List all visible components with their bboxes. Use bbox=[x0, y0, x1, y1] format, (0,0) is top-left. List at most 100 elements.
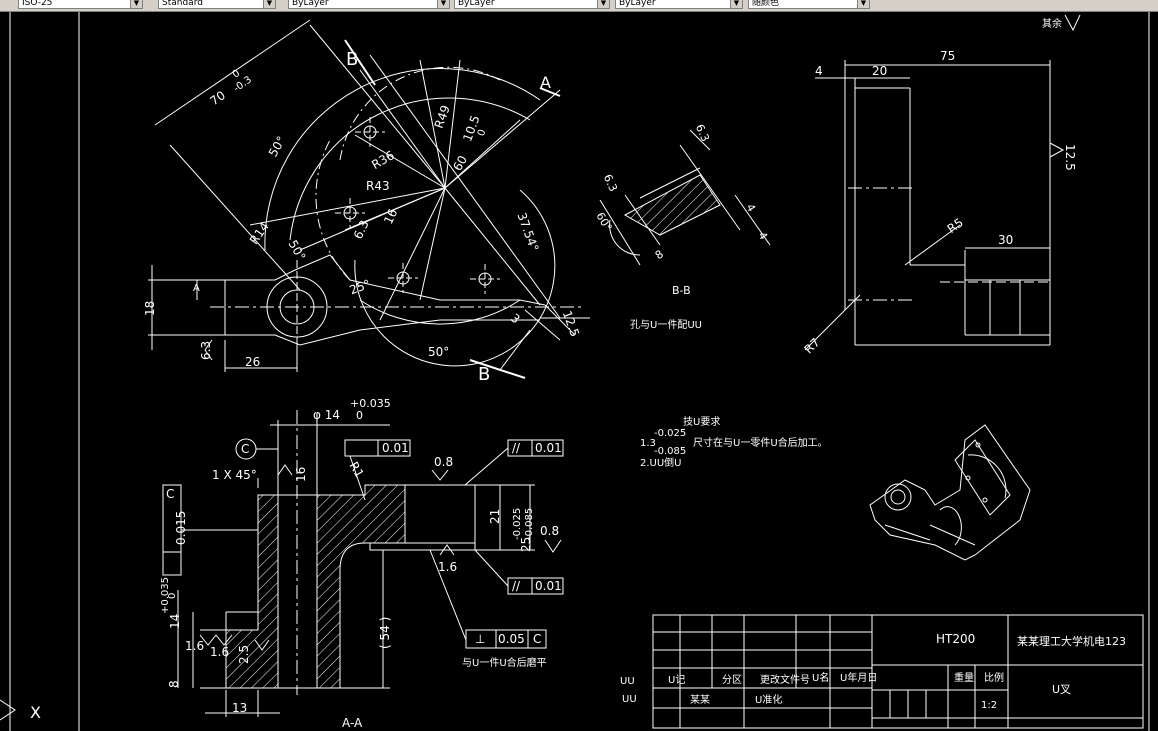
chevron-down-icon: ▼ bbox=[730, 0, 742, 8]
isometric-view bbox=[869, 424, 1031, 561]
aa-par-sym-bottom: // bbox=[512, 579, 521, 593]
aa-dim-21: 21 bbox=[488, 509, 502, 524]
chevron-down-icon: ▼ bbox=[437, 0, 449, 8]
side-dim-75: 75 bbox=[940, 49, 955, 63]
section-aa bbox=[162, 410, 564, 717]
tb-left-uu2: UU bbox=[622, 694, 637, 705]
bb-dim-4a: 4 bbox=[743, 202, 758, 215]
dim-3: 3 bbox=[508, 311, 523, 327]
aa-tol-085: -0.085 bbox=[524, 508, 535, 540]
tb-designer: 某某 bbox=[690, 694, 710, 706]
dim-70: 70 bbox=[207, 88, 228, 108]
section-bb bbox=[599, 129, 771, 266]
tb-school: 某某理工大学机电123 bbox=[1017, 634, 1126, 648]
section-b-bottom: B bbox=[478, 364, 490, 385]
lineweight-dropdown[interactable]: ByLayer ▼ bbox=[615, 0, 743, 9]
aa-perp-tol-left: 0.015 bbox=[174, 511, 188, 545]
aa-par-tol-bottom: 0.01 bbox=[535, 579, 562, 593]
aa-tol-upper: +0.035 bbox=[350, 397, 391, 410]
textstyle-dropdown[interactable]: Standard ▼ bbox=[158, 0, 276, 9]
aa-dim-14: φ 14 bbox=[313, 408, 340, 422]
aa-perp-tol-bottom-datum: C bbox=[533, 632, 541, 646]
side-view bbox=[804, 14, 1081, 351]
aa-left-tol-lower: 0 bbox=[167, 593, 178, 599]
tb-std-label: U准化 bbox=[755, 693, 782, 706]
bb-angle-60: 60° bbox=[593, 210, 614, 233]
side-rough-125: 12.5 bbox=[1063, 144, 1077, 171]
dim-105-lower: 0 bbox=[476, 128, 489, 138]
tb-sign-label: U名 bbox=[812, 671, 829, 684]
aa-rough-16-mid: 1.6 bbox=[438, 560, 457, 574]
lineweight-value: ByLayer bbox=[619, 0, 656, 8]
aa-par-sym-top: // bbox=[512, 441, 521, 455]
aa-dim-54: ( 54 ) bbox=[378, 617, 392, 649]
r14: R14 bbox=[247, 220, 272, 247]
tech-notes: 技U要求 1.3 -0.025 -0.085 尺寸在与U一零件U合后加工。 2.… bbox=[640, 415, 828, 469]
dim-70-upper: 0 bbox=[231, 68, 243, 81]
side-r5: R5 bbox=[945, 215, 966, 236]
bb-dim-8: 8 bbox=[653, 248, 666, 263]
tb-part-name: U叉 bbox=[1052, 683, 1071, 696]
bb-63-top: 6.3 bbox=[693, 122, 712, 143]
ucs-x-label: X bbox=[30, 703, 41, 722]
aa-datum-c: C bbox=[241, 442, 249, 456]
tech-line2: 2.UU倒U bbox=[640, 457, 682, 469]
aa-rough-16b: 1.6 bbox=[210, 645, 229, 659]
label-a-arrow: A bbox=[193, 283, 200, 294]
angle-50-left: 50° bbox=[266, 134, 289, 159]
angle-50-bottom: 50° bbox=[428, 345, 449, 359]
section-b-top: B bbox=[346, 49, 358, 70]
aa-tol-025: -0.025 bbox=[512, 508, 523, 540]
r43: R43 bbox=[366, 179, 390, 193]
aa-par-tol-top: 0.01 bbox=[535, 441, 562, 455]
aa-tol-lower: 0 bbox=[356, 409, 363, 422]
dim-105: 10.5 bbox=[460, 113, 482, 143]
tb-left-uu1: UU bbox=[620, 676, 635, 687]
properties-toolbar: ISO-25▼ Standard▼ ByLayer▼ ByLayer▼ ByLa… bbox=[0, 0, 1158, 12]
angle-50-small: 50° bbox=[286, 238, 309, 263]
aa-title: A-A bbox=[342, 716, 363, 730]
aa-rough-16a: 1.6 bbox=[185, 639, 204, 653]
textstyle-value: Standard bbox=[162, 0, 203, 8]
aa-perp-sym-bottom: ⊥ bbox=[475, 632, 485, 646]
dimstyle-dropdown[interactable]: ISO-25▼ bbox=[18, 0, 143, 9]
section-bb-note: 孔与U一件配UU bbox=[630, 319, 702, 331]
tb-ratio-label: 比例 bbox=[984, 671, 1004, 684]
color-dropdown[interactable]: ByLayer▼ bbox=[288, 0, 450, 9]
chevron-down-icon: ▼ bbox=[597, 0, 609, 8]
aa-note-bottom: 与U一件U合后磨平 bbox=[462, 656, 547, 669]
aa-dim-8-left: 8 bbox=[167, 680, 181, 688]
dim-63b: 6.3 bbox=[199, 341, 213, 360]
aa-r1: R1 bbox=[347, 459, 367, 480]
top-view bbox=[148, 19, 590, 379]
linetype-dropdown[interactable]: ByLayer ▼ bbox=[454, 0, 610, 9]
dim-18: 18 bbox=[143, 301, 157, 316]
chevron-down-icon: ▼ bbox=[130, 0, 142, 8]
angle-3754: 37.54° bbox=[514, 211, 541, 254]
r36: R36 bbox=[369, 148, 396, 172]
drawing-canvas[interactable]: 70 0 -0.3 B B A 50° 50° 50° 25° 37.54° R… bbox=[0, 12, 1158, 731]
bb-dim-4b: 4 bbox=[755, 230, 770, 243]
tech-line1-prefix: 1.3 bbox=[640, 438, 656, 449]
chevron-down-icon: ▼ bbox=[263, 0, 275, 8]
section-aa-labels: A-A φ 14 +0.035 0 C 1 X 45° 16 0.01 R1 0… bbox=[160, 397, 562, 730]
angle-25: 25° bbox=[348, 277, 373, 297]
bb-63-left: 6.3 bbox=[601, 172, 620, 193]
tb-date-label: U年月日 bbox=[840, 671, 877, 684]
aa-rough-16-top: 16 bbox=[294, 467, 308, 482]
ucs-icon: X bbox=[0, 699, 41, 722]
section-bb-labels: B-B 孔与U一件配UU 6.3 6.3 60° 8 4 4 bbox=[593, 122, 770, 331]
plotstyle-value: 随颜色 bbox=[752, 0, 780, 8]
aa-rough-08-right: 0.8 bbox=[540, 524, 559, 538]
tb-ratio-value: 1:2 bbox=[981, 700, 997, 711]
chevron-down-icon: ▼ bbox=[857, 0, 869, 8]
plotstyle-dropdown[interactable]: 随颜色 ▼ bbox=[748, 0, 870, 9]
tb-material: HT200 bbox=[936, 632, 975, 646]
aa-perp-tol-bottom: 0.05 bbox=[498, 632, 525, 646]
drawing-frame bbox=[9, 12, 1150, 731]
linetype-value: ByLayer bbox=[458, 0, 495, 8]
aa-perp-tol-left-datum: C bbox=[166, 487, 174, 501]
tb-change-label: 更改文件号 bbox=[760, 673, 810, 686]
dim-63a: 6.3 bbox=[351, 218, 372, 241]
aa-dim-25-left: 2.5 bbox=[237, 645, 251, 664]
